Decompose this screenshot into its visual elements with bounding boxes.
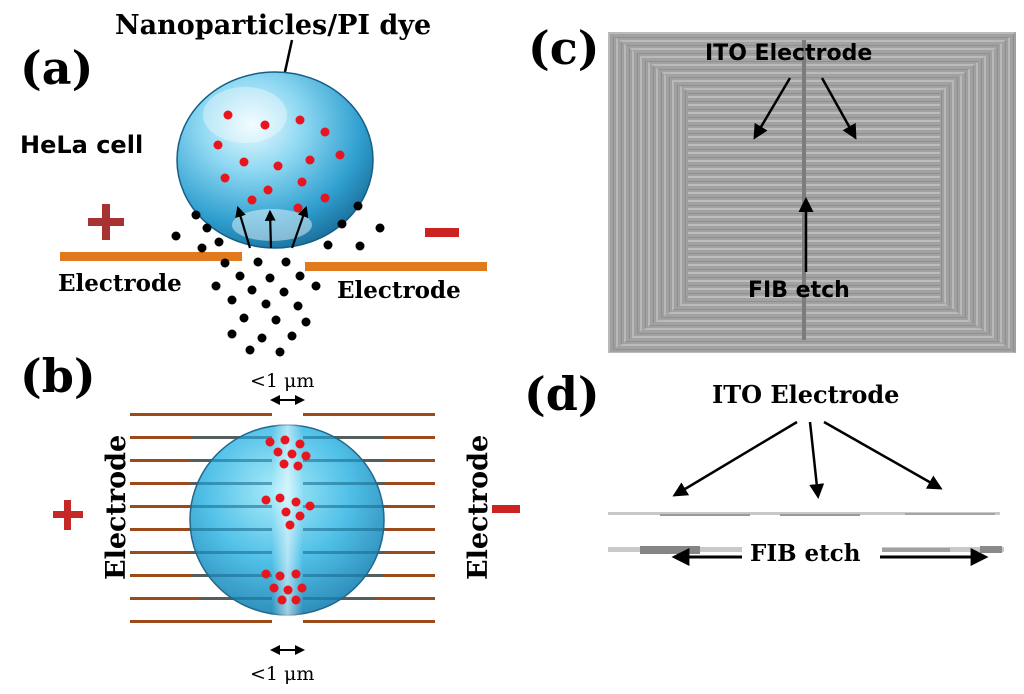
- gap-label-top: <1 μm: [250, 370, 314, 392]
- nanoparticle: [295, 115, 305, 125]
- electrode-left-label-a: Electrode: [58, 270, 182, 297]
- panel-a-letter: (a): [20, 41, 93, 95]
- panel-b-letter: (b): [20, 349, 96, 403]
- nanoparticle: [213, 140, 223, 150]
- electrode-right-label-b: Electrode: [463, 435, 494, 580]
- hela-cell-label: HeLa cell: [20, 131, 143, 159]
- finger-shadows-over-cell: [190, 436, 385, 600]
- nanoparticle: [320, 127, 330, 137]
- ito-arrow-left-c: [753, 77, 792, 140]
- electrode-left-bar: [60, 252, 242, 261]
- panel-c: (c) ITO Electrode FIB etch: [528, 21, 1016, 353]
- panel-d: (d) ITO Electrode FIB etch: [524, 367, 1004, 567]
- uptake-arrow: [235, 205, 252, 249]
- plus-sign-b: [53, 500, 83, 530]
- plus-sign-a: [88, 204, 124, 240]
- gap-label-bottom: <1 μm: [250, 663, 314, 685]
- ito-arrow-right-d: [823, 420, 943, 490]
- ito-arrow-right-c: [820, 77, 857, 140]
- nanoparticle: [260, 120, 270, 130]
- panel-c-letter: (c): [528, 21, 600, 75]
- nanoparticle-clusters: [261, 435, 315, 605]
- nanoparticle: [320, 193, 330, 203]
- ito-arrow-left-d: [672, 420, 798, 497]
- cell-opening: [232, 209, 312, 241]
- nanoparticle: [223, 110, 233, 120]
- nanoparticle: [263, 185, 273, 195]
- uptake-arrows: [235, 205, 309, 249]
- nanoparticle: [293, 203, 303, 213]
- uptake-arrow: [290, 205, 309, 249]
- ito-label-d: ITO Electrode: [712, 380, 899, 409]
- panel-d-letter: (d): [524, 367, 600, 421]
- fib-label-bg-d: [742, 538, 882, 566]
- nanoparticle: [305, 155, 315, 165]
- nanoparticles-label: Nanoparticles/PI dye: [115, 10, 431, 41]
- nanoparticle: [297, 177, 307, 187]
- nanoparticle: [239, 157, 249, 167]
- nanoparticle: [335, 150, 345, 160]
- cell-highlight: [203, 87, 287, 143]
- nanoparticle: [220, 173, 230, 183]
- fib-etch-line: [802, 40, 806, 340]
- uptake-arrow: [264, 209, 276, 249]
- fib-label-c: FIB etch: [748, 278, 850, 303]
- electrode-right-bar: [305, 262, 487, 271]
- electrode-right-label-a: Electrode: [337, 277, 461, 304]
- nanoparticle: [273, 161, 283, 171]
- minus-sign-b: [492, 505, 520, 513]
- ito-arrow-center-d: [808, 421, 825, 499]
- ito-label-c: ITO Electrode: [705, 41, 872, 66]
- electrode-left-label-b: Electrode: [101, 435, 132, 580]
- sem-micrograph: [608, 32, 1016, 353]
- nanoparticle: [247, 195, 257, 205]
- panel-b: (b) <1 μm: [20, 349, 520, 685]
- minus-sign-a: [425, 228, 459, 237]
- fib-label-d: FIB etch: [750, 540, 861, 567]
- panel-a: (a) Nanoparticles/PI dye HeLa cell: [20, 10, 487, 357]
- extracellular-nanoparticles: [171, 201, 385, 357]
